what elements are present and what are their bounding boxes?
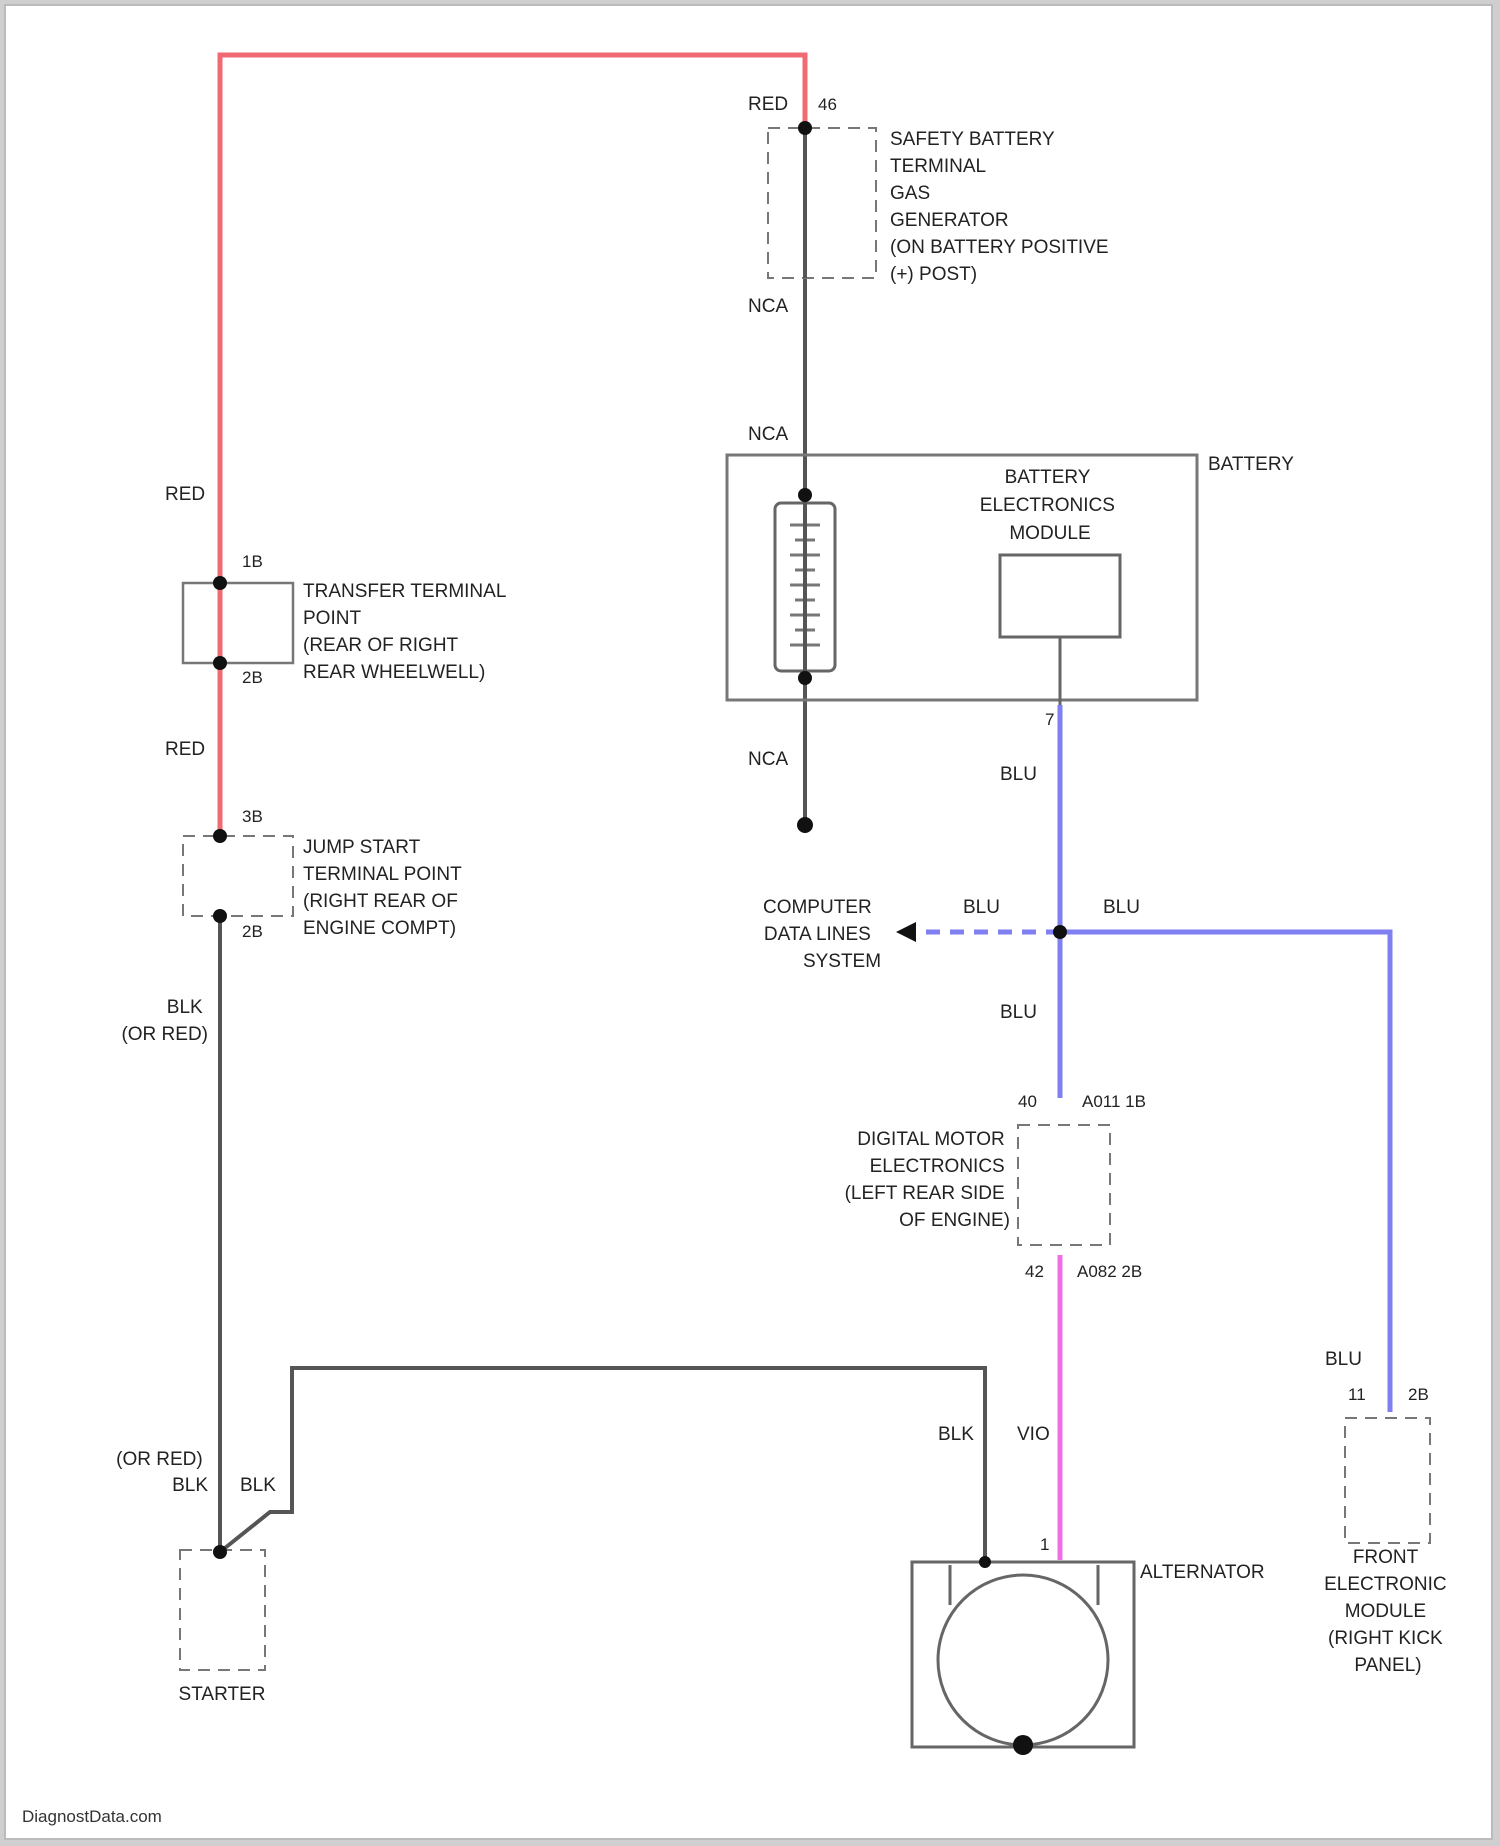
watermark: DiagnostData.com: [22, 1807, 162, 1826]
wire-label-blk-starter: BLK: [240, 1475, 276, 1496]
wire-label-red-lower: RED: [165, 739, 205, 760]
pin-transfer-top: 1B: [242, 552, 263, 571]
pin-jump-top: 3B: [242, 807, 263, 826]
wire-label-red-top: RED: [748, 94, 788, 115]
pin-alt: 1: [1040, 1535, 1049, 1554]
alternator-label: ALTERNATOR: [1140, 1562, 1265, 1583]
wire-label-blu-1: BLU: [1000, 764, 1037, 785]
wire-label-blk-alt: BLK: [938, 1424, 974, 1445]
pin-fem-right: 2B: [1408, 1385, 1429, 1404]
wire-label-blu-5: BLU: [1325, 1349, 1362, 1370]
pin-dme-top-right: A011 1B: [1082, 1092, 1146, 1111]
battery-electronics-module-box: [1000, 555, 1120, 637]
pin-bem: 7: [1045, 710, 1054, 729]
battery-label: BATTERY: [1208, 454, 1294, 475]
alternator-rotor: [938, 1575, 1108, 1745]
wire-label-vio: VIO: [1017, 1424, 1050, 1445]
pin-transfer-bottom: 2B: [242, 668, 263, 687]
page-background: [5, 5, 1492, 1839]
pin-dme-bottom-right: A082 2B: [1077, 1262, 1142, 1281]
pin-dme-top-left: 40: [1018, 1092, 1037, 1111]
pin-fem-left: 11: [1348, 1385, 1366, 1404]
wire-label-nca-1: NCA: [748, 296, 788, 317]
starter-label: STARTER: [179, 1684, 266, 1705]
wire-label-blu-4: BLU: [1000, 1002, 1037, 1023]
wire-label-blu-2: BLU: [963, 897, 1000, 918]
pin-safety: 46: [818, 95, 837, 114]
pin-dme-bottom-left: 42: [1025, 1262, 1044, 1281]
wire-label-red-upper: RED: [165, 484, 205, 505]
wire-label-nca-3: NCA: [748, 749, 788, 770]
pin-jump-bottom: 2B: [242, 922, 263, 941]
wire-label-blu-3: BLU: [1103, 897, 1140, 918]
wire-label-nca-2: NCA: [748, 424, 788, 445]
